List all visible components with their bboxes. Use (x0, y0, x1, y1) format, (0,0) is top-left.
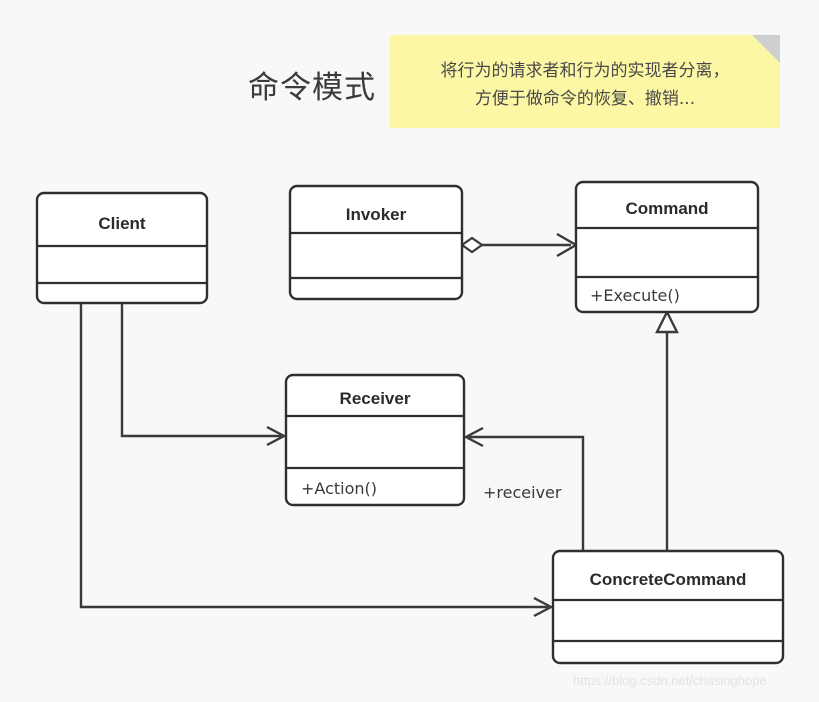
class-member-receiver-action: +Action() (301, 479, 377, 498)
description-note: 将行为的请求者和行为的实现者分离， 方便于做命令的恢复、撤销... (390, 35, 780, 128)
class-box-concrete-command-frame (551, 549, 785, 665)
class-box-client-frame (35, 191, 209, 305)
class-member-command-execute: +Execute() (590, 286, 680, 305)
relation-label-receiver: +receiver (483, 483, 562, 502)
class-box-invoker[interactable]: Invoker (288, 184, 464, 301)
class-box-command-frame (574, 180, 760, 314)
relation-client-concrete-command-line (79, 303, 548, 609)
note-line-2: 方便于做命令的恢复、撤销... (474, 89, 696, 109)
class-box-concrete-command[interactable]: ConcreteCommand (551, 549, 785, 665)
class-name-client: Client (98, 214, 146, 233)
generalization-triangle-icon (655, 309, 679, 334)
relation-client-receiver (120, 303, 287, 447)
relation-client-concrete-command (79, 303, 554, 618)
class-name-invoker: Invoker (346, 205, 407, 224)
relation-concrete-command-command (655, 309, 679, 551)
open-arrow-icon (463, 426, 484, 448)
note-fold-corner-icon (752, 35, 780, 63)
relation-invoker-command (460, 232, 579, 258)
note-line-1: 将行为的请求者和行为的实现者分离， (440, 61, 730, 81)
watermark: https://blog.csdn.net/chasinghope (573, 673, 767, 688)
class-box-invoker-frame (288, 184, 464, 301)
class-box-client[interactable]: Client (35, 191, 209, 305)
open-arrow-icon (533, 596, 554, 618)
relation-concrete-command-receiver: +receiver (463, 426, 585, 551)
class-name-command: Command (625, 199, 708, 218)
class-box-receiver[interactable]: Receiver +Action() (284, 373, 466, 507)
class-box-receiver-frame (284, 373, 466, 507)
class-box-command[interactable]: Command +Execute() (574, 180, 760, 314)
open-arrow-icon (266, 425, 287, 447)
note-text: 将行为的请求者和行为的实现者分离， 方便于做命令的恢复、撤销... (390, 57, 780, 113)
relation-client-receiver-line (120, 303, 281, 438)
aggregation-diamond-icon (460, 236, 484, 254)
class-name-receiver: Receiver (340, 389, 411, 408)
header-banner: 命令模式 将行为的请求者和行为的实现者分离， 方便于做命令的恢复、撤销... (0, 0, 819, 150)
page-title: 命令模式 (248, 70, 376, 106)
relation-concrete-command-receiver-line (469, 435, 585, 551)
class-name-concrete-command: ConcreteCommand (590, 570, 747, 589)
